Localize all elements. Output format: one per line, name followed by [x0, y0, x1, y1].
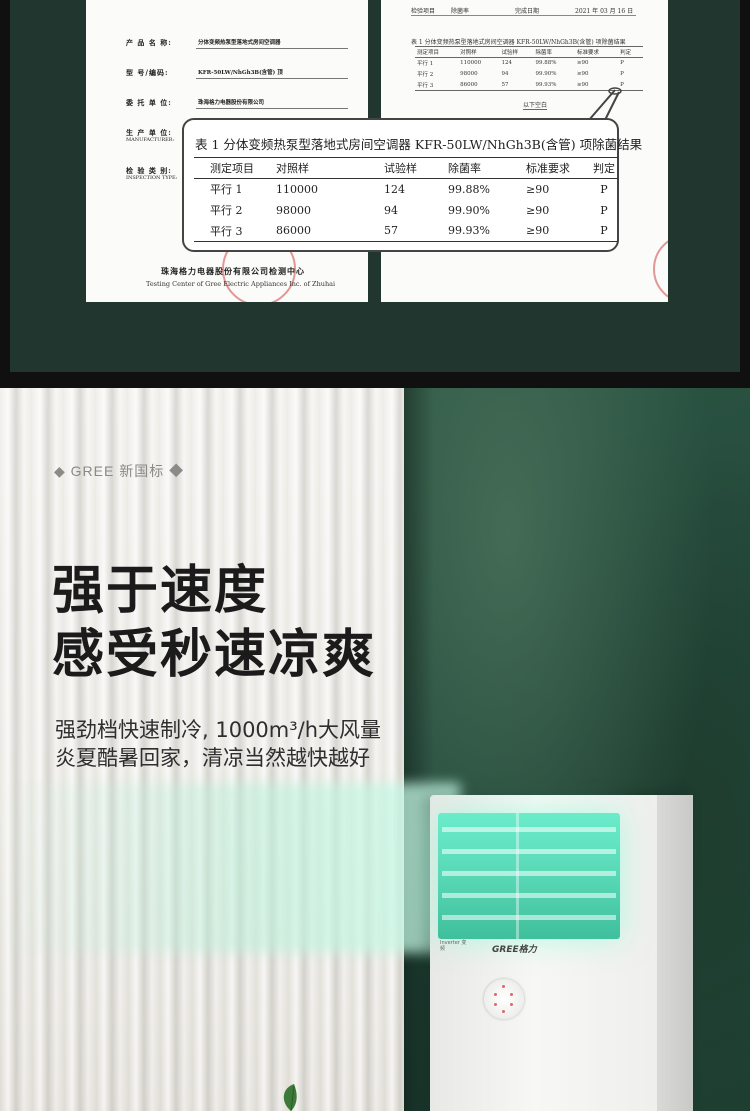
callout-pointer [588, 87, 622, 121]
headline-line-2: 感受秒速凉爽 [52, 625, 377, 685]
mini-item-label: 检验项目 [411, 8, 436, 15]
brand-tag: ◆ GREE 新国标 ◆ [54, 463, 185, 479]
sheer-curtain [0, 388, 410, 1111]
gree-logo: GREE格力 [492, 945, 537, 955]
mini-item-value: 除菌率 [451, 8, 470, 15]
subline-1: 强劲档快速制冷, 1000m³/h大风量 [55, 718, 382, 742]
magnified-result-callout: 表 1 分体变频热泵型落地式房间空调器 KFR-50LW/NhGh3B(含管) … [182, 118, 642, 252]
cool-airflow [0, 783, 460, 953]
table-row: 平行 3 86000 57 99.93% ≥90 P [194, 221, 618, 242]
mini-date-value: 2021 年 03 月 16 日 [575, 8, 634, 15]
report-section: 产 品 名 称: 分体变频热泵型落地式房间空调器 型 号/编码: KFR-50L… [0, 0, 750, 388]
control-panel-icon [484, 979, 524, 1019]
headline-line-1: 强于速度 [52, 561, 269, 621]
air-vent [438, 813, 620, 939]
plant-leaf-icon [283, 1084, 297, 1111]
result-table: 测定项目 对照样 试验样 除菌率 标准要求 判定 平行 1 110000 124… [194, 157, 618, 242]
mini-table-caption: 表 1 分体变频热泵型落地式房间空调器 KFR-50LW/NhGh3B(含管) … [411, 39, 626, 46]
subline-2: 炎夏酷暑回家，清凉当然越快越好 [55, 746, 370, 770]
table-row: 平行 1 110000 124 99.88% ≥90 P [210, 182, 608, 197]
inverter-sticker: Inverter 变频 [440, 940, 467, 952]
testing-center-name-cn: 珠海格力电器股份有限公司检测中心 [161, 266, 305, 276]
table-row: 平行 2 98000 94 99.90% ≥90 P [210, 203, 608, 218]
air-conditioner-unit: Inverter 变频 GREE格力 [430, 795, 693, 1111]
result-table-caption: 表 1 分体变频热泵型落地式房间空调器 KFR-50LW/NhGh3B(含管) … [195, 137, 643, 152]
testing-center-name-en: Testing Center of Gree Electric Applianc… [146, 280, 336, 288]
table-header-row: 测定项目 对照样 试验样 除菌率 标准要求 判定 [194, 157, 618, 179]
product-scene: ◆ GREE 新国标 ◆ 强于速度 感受秒速凉爽 强劲档快速制冷, 1000m³… [0, 388, 750, 1111]
mini-date-label: 完成日期 [515, 8, 540, 15]
red-seal-stamp [653, 234, 668, 302]
blank-below-note: 以下空白 [523, 102, 548, 110]
